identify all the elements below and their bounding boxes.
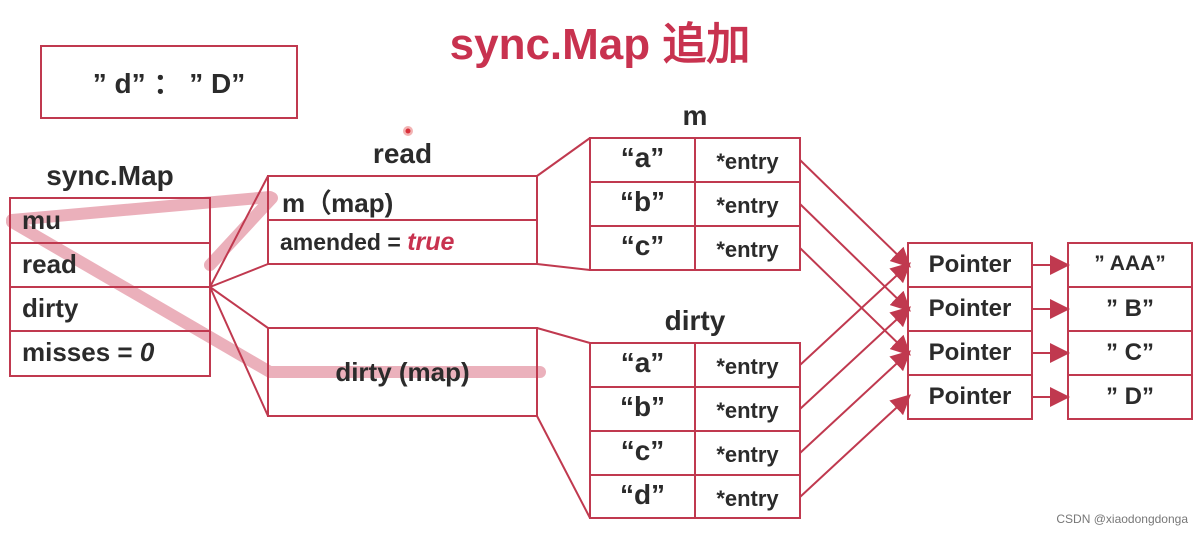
dirty-entry-d: *entry (716, 486, 779, 511)
pointer-4: Pointer (928, 383, 1012, 410)
amended-label: amended = (280, 229, 401, 255)
dirty-entry-b: *entry (716, 398, 779, 423)
dirty-key-d: “d” (619, 479, 666, 510)
m-key-a: “a” (620, 142, 665, 173)
m-map-label: m (682, 100, 708, 131)
field-misses: misses = 0 (22, 337, 154, 368)
misses-label: misses = (22, 337, 133, 367)
m-entry-a: *entry (716, 149, 779, 174)
entry-arrows (799, 159, 911, 498)
field-mu: mu (22, 205, 61, 235)
dirty-map-text: dirty (map) (335, 357, 470, 387)
cursor-dot-center (405, 128, 411, 134)
m-key-c: “c” (620, 230, 665, 261)
pointer-3: Pointer (928, 339, 1012, 366)
dirty-map-label: dirty (664, 305, 726, 336)
pointer-1: Pointer (928, 251, 1012, 278)
fan-lines (209, 137, 591, 519)
read-label: read (372, 138, 433, 169)
pointer-2: Pointer (928, 295, 1012, 322)
value-aaa: ” AAA” (1094, 252, 1166, 275)
m-key-b: “b” (619, 186, 666, 217)
amended-value: true (407, 228, 455, 256)
dirty-key-a: “a” (620, 347, 665, 378)
page-title: sync.Map 追加 (449, 20, 751, 69)
dirty-key-b: “b” (619, 391, 666, 422)
sync-map-label: sync.Map (46, 160, 174, 191)
value-b: ” B” (1106, 295, 1154, 322)
m-entry-b: *entry (716, 193, 779, 218)
m-entry-c: *entry (716, 237, 779, 262)
new-entry-box: ” d” ： ” D” (40, 45, 298, 119)
read-amended-row: amended = true (280, 228, 454, 257)
field-dirty: dirty (22, 293, 79, 323)
watermark: CSDN @xiaodongdonga (1056, 512, 1188, 526)
pointer-arrows (1032, 255, 1070, 407)
dirty-key-c: “c” (620, 435, 665, 466)
new-entry-text: ” d” ： ” D” (92, 68, 246, 99)
dirty-entry-a: *entry (716, 354, 779, 379)
highlight-strokes (6, 191, 546, 378)
table-grids (9, 137, 1193, 519)
misses-value: 0 (139, 337, 155, 367)
value-c: ” C” (1106, 339, 1154, 366)
value-d: ” D” (1106, 383, 1154, 410)
read-m-row: m（map) (282, 188, 394, 218)
dirty-entry-c: *entry (716, 442, 779, 467)
field-read: read (22, 249, 77, 279)
